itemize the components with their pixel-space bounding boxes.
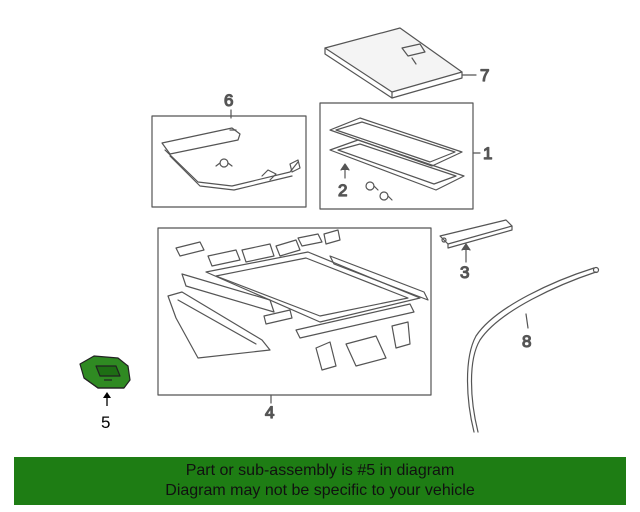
part-6-box xyxy=(151,115,307,208)
banner-line-1: Part or sub-assembly is #5 in diagram xyxy=(185,462,455,479)
callout-2: 2 xyxy=(338,181,347,200)
callout-8: 8 xyxy=(522,332,531,351)
part-5-highlighted[interactable] xyxy=(79,355,131,389)
callout-6: 6 xyxy=(224,91,233,110)
part-4-rail-assembly[interactable] xyxy=(167,229,429,371)
part-1-box xyxy=(319,102,474,210)
part-6-deflector[interactable] xyxy=(161,127,301,191)
callout-4: 4 xyxy=(265,403,274,422)
callout-5: 5 xyxy=(101,413,110,432)
callout-3: 3 xyxy=(460,263,469,282)
callout-7: 7 xyxy=(480,66,489,85)
info-banner: Part or sub-assembly is #5 in diagram Di… xyxy=(14,457,626,505)
part-8-drain-hose[interactable] xyxy=(466,266,600,433)
part-3-bracket[interactable] xyxy=(439,219,513,249)
part-7-glass-panel[interactable] xyxy=(324,27,477,99)
part-4-box xyxy=(157,227,432,396)
banner-line-2: Diagram may not be specific to your vehi… xyxy=(165,482,475,499)
parts-diagram: 7 6 1 2 xyxy=(79,27,600,433)
callout-1: 1 xyxy=(483,144,492,163)
part-1-frame-assembly[interactable] xyxy=(329,117,465,201)
